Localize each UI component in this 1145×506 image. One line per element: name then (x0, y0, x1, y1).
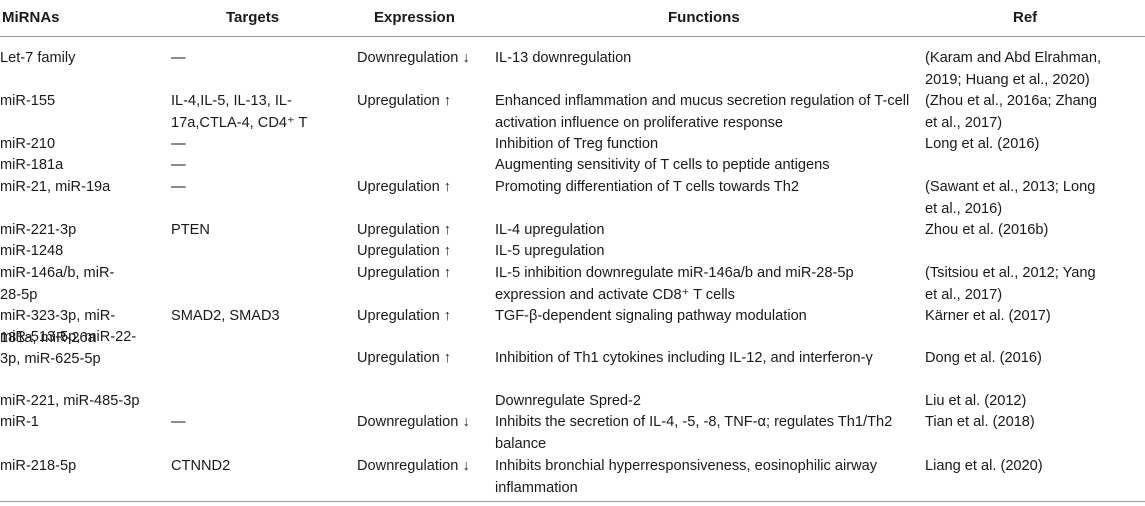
cell-mirna: miR-210 (0, 136, 56, 152)
cell-expression: Upregulation ↑ (357, 243, 452, 259)
cell-mirna: miR-221-3p (0, 222, 77, 238)
cell-mirna: miR-1248 (0, 243, 64, 259)
cell-mirna: miR-323-3p, miR-181a, miR-26a (0, 308, 116, 346)
cell-expression: Upregulation ↑ (357, 179, 452, 195)
cell-targets: — (171, 157, 186, 173)
cell-expression: Downregulation ↓ (357, 50, 470, 66)
cell-mirna: miR-155 (0, 93, 56, 109)
cell-targets: PTEN (171, 222, 210, 238)
cell-targets: — (171, 136, 186, 152)
cell-functions: Promoting differentiation of T cells tow… (495, 179, 799, 195)
cell-expression: Upregulation ↑ (357, 350, 452, 366)
cell-ref: Long et al. (2016) (925, 136, 1040, 152)
cell-targets: CTNND2 (171, 458, 231, 474)
cell-ref: Liang et al. (2020) (925, 458, 1043, 474)
cell-functions: IL-5 inhibition downregulate miR-146a/b … (495, 265, 854, 303)
header-targets: Targets (226, 9, 280, 26)
cell-functions: Inhibition of Th1 cytokines including IL… (495, 350, 873, 366)
cell-mirna: Let-7 family (0, 50, 76, 66)
table-header: MiRNAs Targets Expression Functions Ref (0, 0, 1145, 37)
cell-functions: Enhanced inflammation and mucus secretio… (495, 93, 910, 131)
cell-targets: — (171, 179, 186, 195)
cell-expression: Downregulation ↓ (357, 458, 470, 474)
cell-functions: Inhibits bronchial hyperresponsiveness, … (495, 458, 878, 496)
cell-targets: IL-4,IL-5, IL-13, IL-17a,CTLA-4, CD4⁺ T (171, 93, 308, 131)
cell-expression: Upregulation ↑ (357, 265, 452, 281)
cell-targets: — (171, 50, 186, 66)
header-mirnas: MiRNAs (2, 9, 60, 26)
cell-expression: Downregulation ↓ (357, 414, 470, 430)
cell-mirna: miR-513-5p, miR-22-3p, miR-625-5p (0, 329, 137, 367)
cell-targets: SMAD2, SMAD3 (171, 308, 280, 324)
cell-mirna: miR-146a/b, miR-28-5p (0, 265, 115, 303)
cell-ref: Dong et al. (2016) (925, 350, 1042, 366)
table-bottom-rule (0, 501, 1145, 502)
cell-targets: — (171, 414, 186, 430)
header-expression: Expression (374, 9, 455, 26)
cell-mirna: miR-218-5p (0, 458, 77, 474)
cell-ref: Liu et al. (2012) (925, 393, 1027, 409)
cell-mirna: miR-21, miR-19a (0, 179, 111, 195)
cell-mirna: miR-1 (0, 414, 39, 430)
cell-ref: Tian et al. (2018) (925, 414, 1035, 430)
cell-functions: Augmenting sensitivity of T cells to pep… (495, 157, 830, 173)
cell-functions: Inhibits the secretion of IL-4, -5, -8, … (495, 414, 893, 452)
cell-mirna: miR-181a (0, 157, 64, 173)
cell-expression: Upregulation ↑ (357, 308, 452, 324)
cell-functions: IL-4 upregulation (495, 222, 605, 238)
cell-functions: IL-13 downregulation (495, 50, 632, 66)
cell-functions: Downregulate Spred-2 (495, 393, 642, 409)
cell-functions: IL-5 upregulation (495, 243, 605, 259)
cell-ref: (Karam and Abd Elrahman,2019; Huang et a… (925, 50, 1102, 88)
cell-ref: Kärner et al. (2017) (925, 308, 1051, 324)
cell-expression: Upregulation ↑ (357, 93, 452, 109)
cell-mirna: miR-221, miR-485-3p (0, 393, 140, 409)
cell-functions: TGF-β-dependent signaling pathway modula… (495, 308, 807, 324)
cell-ref: Zhou et al. (2016b) (925, 222, 1049, 238)
cell-expression: Upregulation ↑ (357, 222, 452, 238)
cell-functions: Inhibition of Treg function (495, 136, 659, 152)
header-functions: Functions (668, 9, 740, 26)
header-ref: Ref (1013, 9, 1038, 26)
